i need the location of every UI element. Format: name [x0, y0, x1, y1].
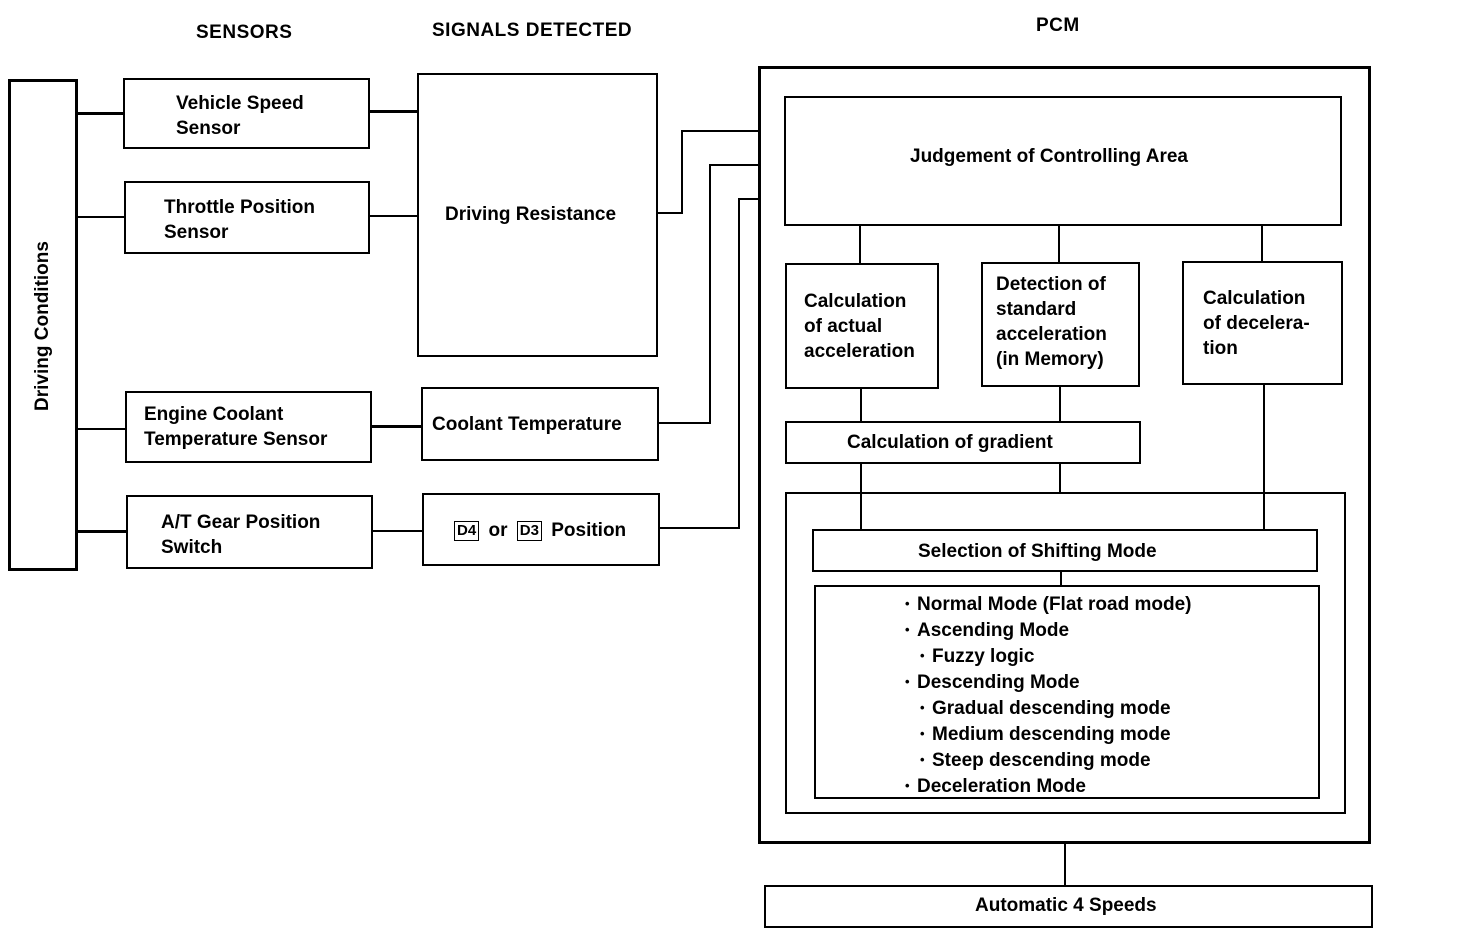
- connector: [660, 527, 740, 529]
- connector: [681, 130, 683, 214]
- connector: [860, 389, 862, 421]
- mode-subitem: Fuzzy logic: [905, 643, 1191, 669]
- automatic-4-speeds-label: Automatic 4 Speeds: [975, 895, 1157, 916]
- pcm-header: PCM: [1036, 15, 1080, 36]
- connector: [1263, 385, 1265, 529]
- vehicle-speed-sensor-label-1: Vehicle Speed: [176, 93, 304, 114]
- connector: [370, 110, 418, 113]
- calc-actual-acceleration-label-2: of actual: [804, 316, 883, 337]
- judgement-controlling-area-label: Judgement of Controlling Area: [910, 146, 1188, 167]
- calc-actual-acceleration-label-1: Calculation: [804, 291, 907, 312]
- engine-coolant-sensor-label-2: Temperature Sensor: [144, 429, 328, 450]
- vehicle-speed-sensor-label-2: Sensor: [176, 118, 241, 139]
- mode-subitem: Gradual descending mode: [905, 695, 1191, 721]
- modes-list: Normal Mode (Flat road mode) Ascending M…: [905, 591, 1191, 799]
- gear-position-switch-box: [126, 495, 373, 569]
- judgement-controlling-area-box: [784, 96, 1342, 226]
- connector: [1058, 226, 1060, 263]
- connector: [659, 422, 711, 424]
- calc-gradient-box: [785, 421, 1141, 464]
- calc-deceleration-box: [1182, 261, 1343, 385]
- connector: [1060, 572, 1062, 586]
- mode-subitem: Steep descending mode: [905, 747, 1191, 773]
- connector: [709, 164, 711, 424]
- signals-detected-header: SIGNALS DETECTED: [432, 20, 633, 41]
- gear-position-signal-box: [422, 493, 660, 566]
- driving-resistance-label: Driving Resistance: [445, 204, 617, 225]
- gear-position-switch-label-1: A/T Gear Position: [161, 512, 321, 533]
- connector: [658, 212, 682, 214]
- connector: [1261, 226, 1263, 261]
- connector: [860, 464, 862, 530]
- connector: [1064, 844, 1066, 886]
- engine-coolant-sensor-label-1: Engine Coolant: [144, 404, 284, 425]
- connector: [78, 530, 127, 533]
- connector: [1059, 464, 1061, 494]
- vehicle-speed-sensor-box: [123, 78, 370, 149]
- calc-actual-acceleration-box: [785, 263, 939, 389]
- calc-gradient-label: Calculation of gradient: [847, 432, 1053, 453]
- calc-deceleration-label-1: Calculation: [1203, 288, 1306, 309]
- or-label: or: [488, 520, 508, 541]
- position-label: Position: [551, 520, 627, 541]
- calc-actual-acceleration-label-3: acceleration: [804, 341, 915, 362]
- mode-item: Deceleration Mode: [905, 773, 1191, 799]
- d3-position-symbol: D3: [516, 521, 542, 541]
- detect-standard-acceleration-label-2: standard: [996, 299, 1077, 320]
- automatic-4-speeds-box: [764, 885, 1373, 928]
- mode-item: Descending Mode: [905, 669, 1191, 695]
- connector: [78, 428, 126, 430]
- connector: [1059, 387, 1061, 421]
- gear-position-switch-label-2: Switch: [161, 537, 223, 558]
- coolant-temperature-box: [421, 387, 659, 461]
- detect-standard-acceleration-label-3: acceleration: [996, 324, 1107, 345]
- connector: [370, 215, 418, 217]
- mode-item: Ascending Mode: [905, 617, 1191, 643]
- detect-standard-acceleration-label-4: (in Memory): [996, 349, 1104, 370]
- connector: [373, 530, 423, 532]
- detect-standard-acceleration-label-1: Detection of: [996, 274, 1106, 295]
- throttle-position-sensor-label-1: Throttle Position: [164, 197, 315, 218]
- calc-deceleration-label-3: tion: [1203, 338, 1238, 359]
- gear-position-signal-label: D4 or D3 Position: [450, 518, 626, 543]
- mode-subitem: Medium descending mode: [905, 721, 1191, 747]
- connector: [78, 216, 125, 218]
- driving-resistance-box: [417, 73, 658, 357]
- selection-shifting-mode-box: [812, 529, 1318, 572]
- connector: [738, 198, 740, 529]
- coolant-temperature-label: Coolant Temperature: [432, 414, 622, 435]
- sensors-header: SENSORS: [196, 22, 293, 43]
- detect-standard-acceleration-box: [981, 262, 1140, 387]
- throttle-position-sensor-box: [124, 181, 370, 254]
- connector: [859, 226, 861, 263]
- throttle-position-sensor-label-2: Sensor: [164, 222, 229, 243]
- driving-conditions-label: Driving Conditions: [32, 241, 53, 411]
- driving-conditions-box: [8, 79, 78, 571]
- mode-item: Normal Mode (Flat road mode): [905, 591, 1191, 617]
- connector: [78, 112, 124, 115]
- connector: [709, 164, 784, 166]
- calc-deceleration-label-2: of decelera-: [1203, 313, 1310, 334]
- selection-shifting-mode-label: Selection of Shifting Mode: [918, 541, 1157, 562]
- d4-position-symbol: D4: [454, 521, 480, 541]
- connector: [681, 130, 784, 132]
- engine-coolant-sensor-box: [125, 391, 372, 463]
- connector: [372, 425, 422, 428]
